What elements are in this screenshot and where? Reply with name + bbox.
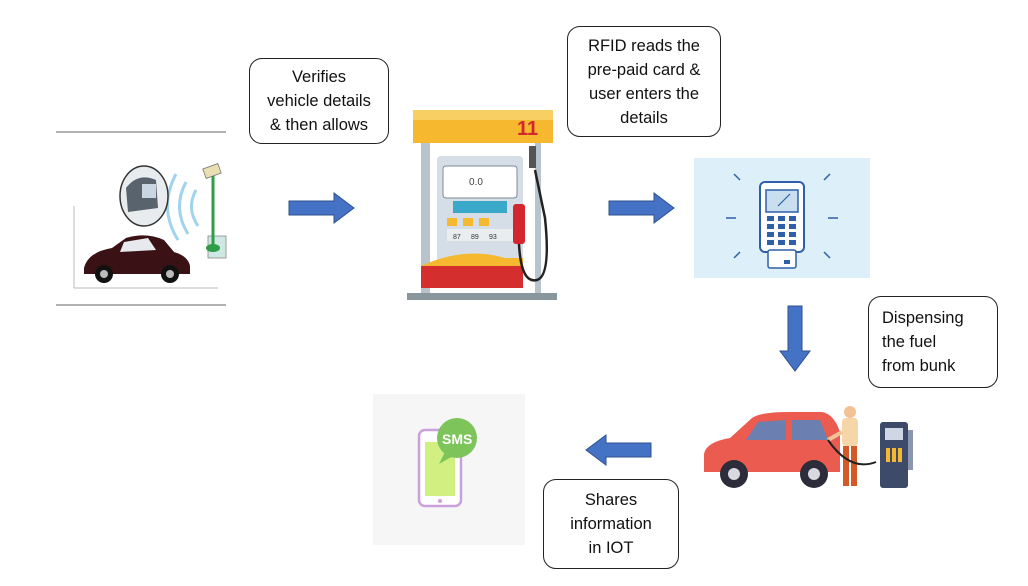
rfid-reader-icon (202, 163, 227, 259)
card-terminal-icon (726, 173, 838, 269)
sms-phone-panel: SMS (373, 394, 525, 545)
arrow-left (584, 434, 652, 466)
pump-screen-text: 0.0 (469, 177, 483, 188)
fuel-pump-icon: 11 0.0 87 89 93 (405, 108, 560, 303)
signal-waves-icon (166, 173, 200, 241)
callout-verify-vehicle: Verifies vehicle details & then allows (249, 58, 389, 144)
pump-button-89: 89 (471, 234, 479, 241)
car-rfid-icon (84, 165, 190, 283)
callout-shares-info: Shares information in IOT (543, 479, 679, 569)
callout-shares-text: Shares information in IOT (570, 491, 652, 557)
arrow-right-1 (288, 192, 356, 224)
pump-button-93: 93 (489, 234, 497, 241)
callout-verify-text: Verifies vehicle details & then allows (267, 68, 371, 134)
arrow-down (779, 305, 811, 373)
pump-button-87: 87 (453, 234, 461, 241)
card-terminal-panel (694, 158, 870, 278)
sms-label: SMS (442, 431, 472, 447)
car-refuel-icon (700, 402, 918, 494)
callout-rfid-reads: RFID reads the pre-paid card & user ente… (567, 26, 721, 137)
sms-phone-icon: SMS (417, 418, 477, 508)
arrow-right-2 (608, 192, 676, 224)
pump-number: 11 (517, 118, 538, 140)
callout-rfid-text: RFID reads the pre-paid card & user ente… (587, 36, 701, 127)
callout-dispensing-text: Dispensing the fuel from bunk (882, 309, 964, 375)
vehicle-detection-panel (56, 128, 228, 308)
callout-dispensing: Dispensing the fuel from bunk (868, 296, 998, 388)
